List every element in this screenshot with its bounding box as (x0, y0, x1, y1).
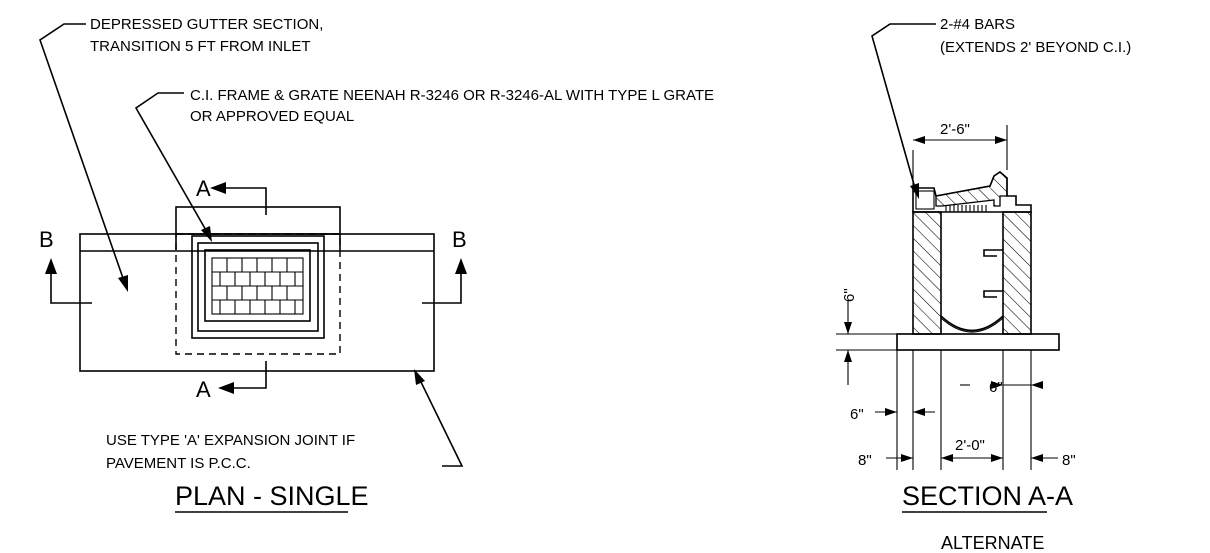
concrete-base-slab (896, 333, 1060, 351)
note-bars-line2: (EXTENDS 2' BEYOND C.I.) (940, 39, 1131, 56)
cut-a-bottom-label: A (196, 377, 211, 402)
dim-left-8-label: 8" (858, 452, 872, 469)
note-expansion-joint: USE TYPE 'A' EXPANSION JOINT IF PAVEMENT… (106, 369, 464, 472)
section-cut-a-bottom: A (196, 361, 267, 402)
section-cut-b-right: B (422, 227, 467, 304)
frame-inner-ring (197, 242, 319, 332)
plan-view: A A B B DEPRESSED GUTTER SECTION, TRANSI… (39, 16, 714, 513)
frame-and-grate (912, 170, 1032, 213)
structure-dashed-outline (175, 233, 341, 355)
dim-right-8-label: 8" (1062, 452, 1076, 469)
section-title: SECTION A-A (902, 481, 1073, 511)
dim-base-label: 6" (841, 288, 858, 302)
frame-outline (175, 206, 341, 235)
inlet-bottom-curve (940, 315, 1004, 332)
dim-top-width: 2'-6" (912, 121, 1008, 185)
section-view: 2-#4 BARS (EXTENDS 2' BEYOND C.I.) 2'-6"… (836, 16, 1131, 553)
note-depressed-gutter: DEPRESSED GUTTER SECTION, TRANSITION 5 F… (39, 16, 323, 292)
dim-inner-label: 2'-0" (955, 437, 985, 454)
cut-b-left-label: B (39, 227, 54, 252)
dim-wall-inner: 6" (960, 379, 1043, 396)
section-subtitle: ALTERNATE (941, 533, 1044, 553)
note-joint-line2: PAVEMENT IS P.C.C. (106, 455, 251, 472)
manhole-step-lower (983, 290, 1003, 298)
gutter-outline (79, 233, 435, 372)
section-cut-b-left: B (39, 227, 92, 304)
dim-left-small-label: 6" (850, 406, 864, 423)
cut-a-top-label: A (196, 176, 211, 201)
right-wall (1002, 211, 1032, 335)
note-gutter-line1: DEPRESSED GUTTER SECTION, (90, 16, 323, 33)
note-frame-grate: C.I. FRAME & GRATE NEENAH R-3246 OR R-32… (134, 87, 714, 242)
note-gutter-line2: TRANSITION 5 FT FROM INLET (90, 38, 311, 55)
note-bars-line1: 2-#4 BARS (940, 16, 1015, 33)
dim-top-label: 2'-6" (940, 121, 970, 138)
section-cut-a-top: A (196, 176, 267, 215)
frame-outer-ring (191, 235, 325, 339)
note-frame-line2: OR APPROVED EQUAL (190, 108, 354, 125)
note-frame-line1: C.I. FRAME & GRATE NEENAH R-3246 OR R-32… (190, 87, 714, 104)
dim-wall-inner-label: 6" (989, 379, 1003, 396)
grate-outline (204, 249, 311, 322)
dim-bottom-row: 8" 2'-0" 8" (858, 437, 1076, 469)
manhole-step-upper (983, 249, 1003, 257)
note-bars: 2-#4 BARS (EXTENDS 2' BEYOND C.I.) (871, 16, 1131, 199)
dim-left-small: 6" (850, 406, 935, 423)
cut-b-right-label: B (452, 227, 467, 252)
note-joint-line1: USE TYPE 'A' EXPANSION JOINT IF (106, 432, 355, 449)
dim-base-thickness: 6" (836, 288, 897, 385)
grate-pattern (211, 257, 304, 315)
left-wall (912, 211, 942, 335)
plan-title: PLAN - SINGLE (175, 481, 369, 511)
